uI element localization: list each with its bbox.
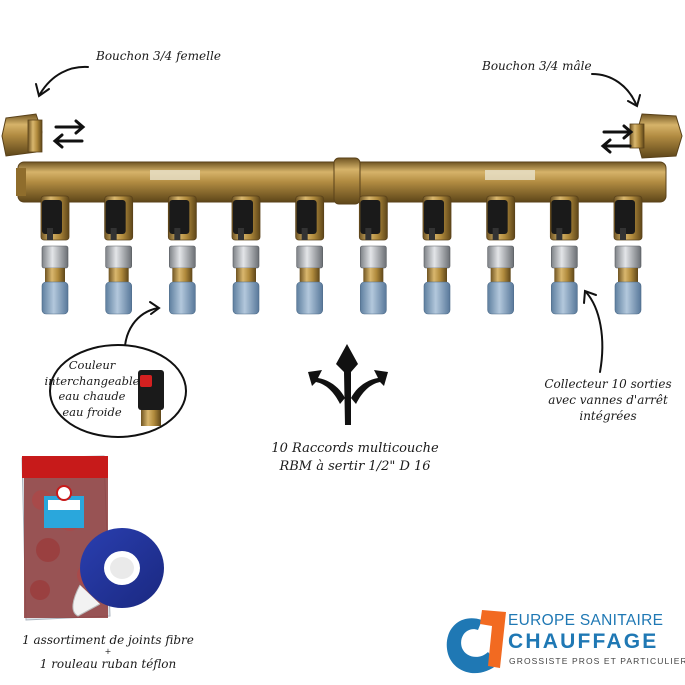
label-cap-female: Bouchon 3/4 femelle: [96, 49, 221, 63]
brand-tagline: GROSSISTE PROS ET PARTICULIERS: [509, 656, 685, 666]
outlet-3: [167, 195, 197, 315]
arrow-cap-female: [39, 65, 89, 95]
brand-logo-icon: [446, 610, 506, 674]
teflon-tape-image: [72, 528, 164, 617]
label-cap-male: Bouchon 3/4 mâle: [482, 59, 592, 73]
arrow-collector-head: [583, 289, 597, 304]
outlet-4: [231, 195, 261, 315]
label-fittings: 10 Raccords multicouche RBM à sertir 1/2…: [271, 441, 439, 474]
red-handle-icon: [140, 375, 152, 387]
outlet-5: [295, 195, 325, 315]
label-seal-kit: 1 assortiment de joints fibre + 1 roulea…: [22, 633, 194, 672]
multi-direction-arrow-icon: [308, 344, 388, 425]
arrow-cap-male: [591, 73, 637, 105]
manifold-image: [16, 157, 667, 315]
arrow-collector: [585, 291, 604, 373]
brand-line-2: CHAUFFAGE: [508, 630, 659, 653]
arrow-cap-female-head: [35, 83, 50, 98]
arrow-color-head: [149, 301, 161, 315]
color-callout-bubble: [49, 344, 187, 438]
outlet-8: [486, 195, 516, 315]
outlet-2: [104, 195, 134, 315]
arrow-cap-male-head: [627, 94, 641, 108]
swap-arrows-right-icon: [600, 124, 634, 154]
label-collector: Collecteur 10 sorties avec vannes d'arrê…: [544, 377, 672, 424]
outlet-10: [613, 195, 643, 315]
cap-female-image: [1, 113, 43, 157]
label-color-interchangeable: Couleur interchangeable eau chaude eau f…: [44, 358, 140, 419]
outlet-9: [549, 195, 579, 315]
outlet-7: [422, 195, 452, 315]
outlet-1: [40, 195, 70, 315]
brand-line-1: EUROPE SANITAIRE: [508, 612, 664, 629]
cap-male-image: [629, 113, 683, 159]
swap-arrows-left-icon: [52, 119, 86, 149]
outlet-6: [358, 195, 388, 315]
